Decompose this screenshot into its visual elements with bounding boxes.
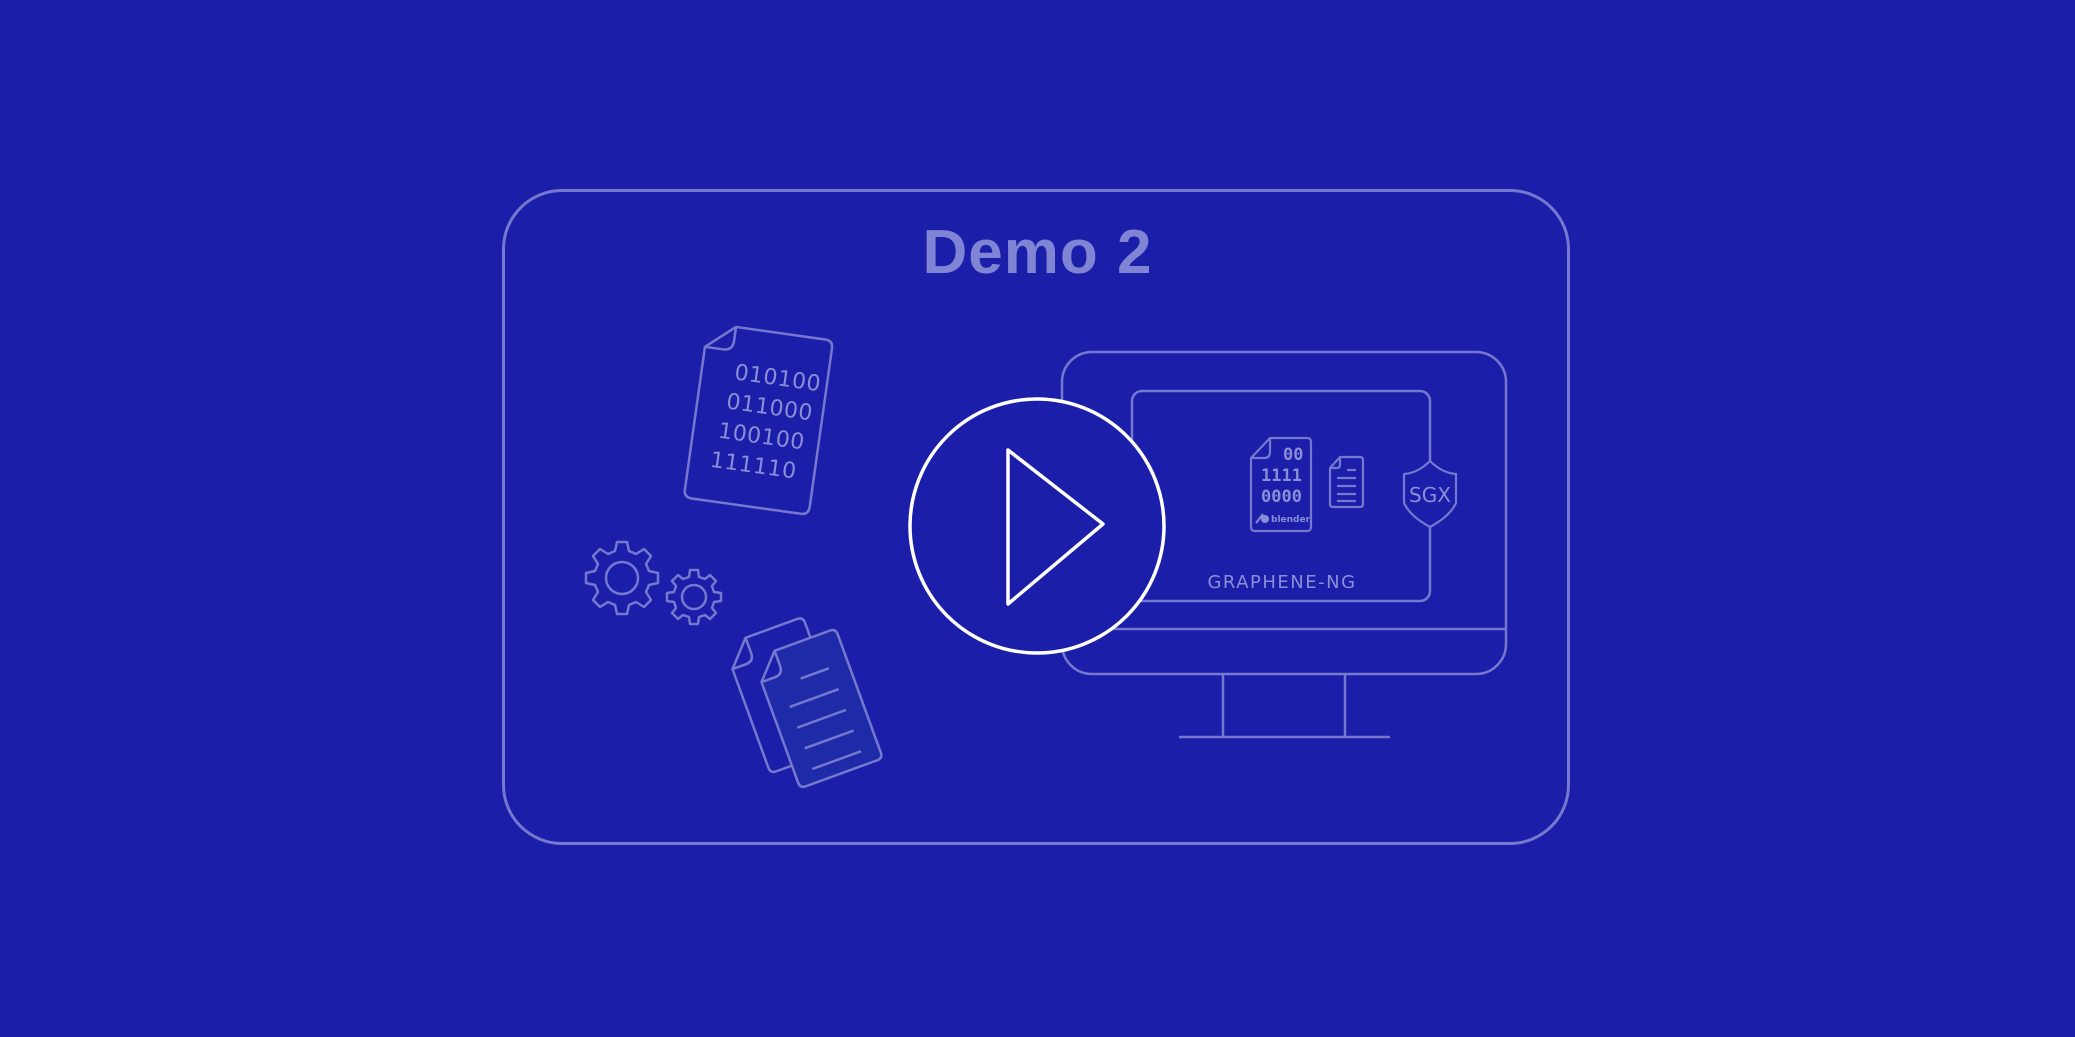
play-button-graphic <box>908 397 1166 655</box>
graphene-label: GRAPHENE-NG <box>1207 572 1356 593</box>
file-binary-line: 1111 <box>1261 466 1302 486</box>
document-icon <box>1328 455 1365 509</box>
file-binary-line: 00 <box>1283 445 1303 465</box>
thumbnail-frame <box>502 189 1570 845</box>
file-binary-line: 0000 <box>1261 487 1302 507</box>
page-title: Demo 2 <box>922 218 1153 287</box>
documents-icon <box>731 617 883 789</box>
blender-file-icon: 00 1111 0000 blender <box>1249 436 1313 533</box>
binary-document-icon: 010100 011000 100100 111110 <box>683 325 834 516</box>
play-icon <box>1006 448 1105 606</box>
sgx-label: SGX <box>1409 483 1451 507</box>
binary-line: 111110 <box>709 448 799 485</box>
blender-brand: blender <box>1271 515 1311 525</box>
gears-icon <box>584 540 723 626</box>
play-button[interactable] <box>910 398 1164 652</box>
sgx-shield-icon: SGX <box>1402 459 1458 529</box>
blender-logo-icon: blender <box>1255 513 1311 525</box>
